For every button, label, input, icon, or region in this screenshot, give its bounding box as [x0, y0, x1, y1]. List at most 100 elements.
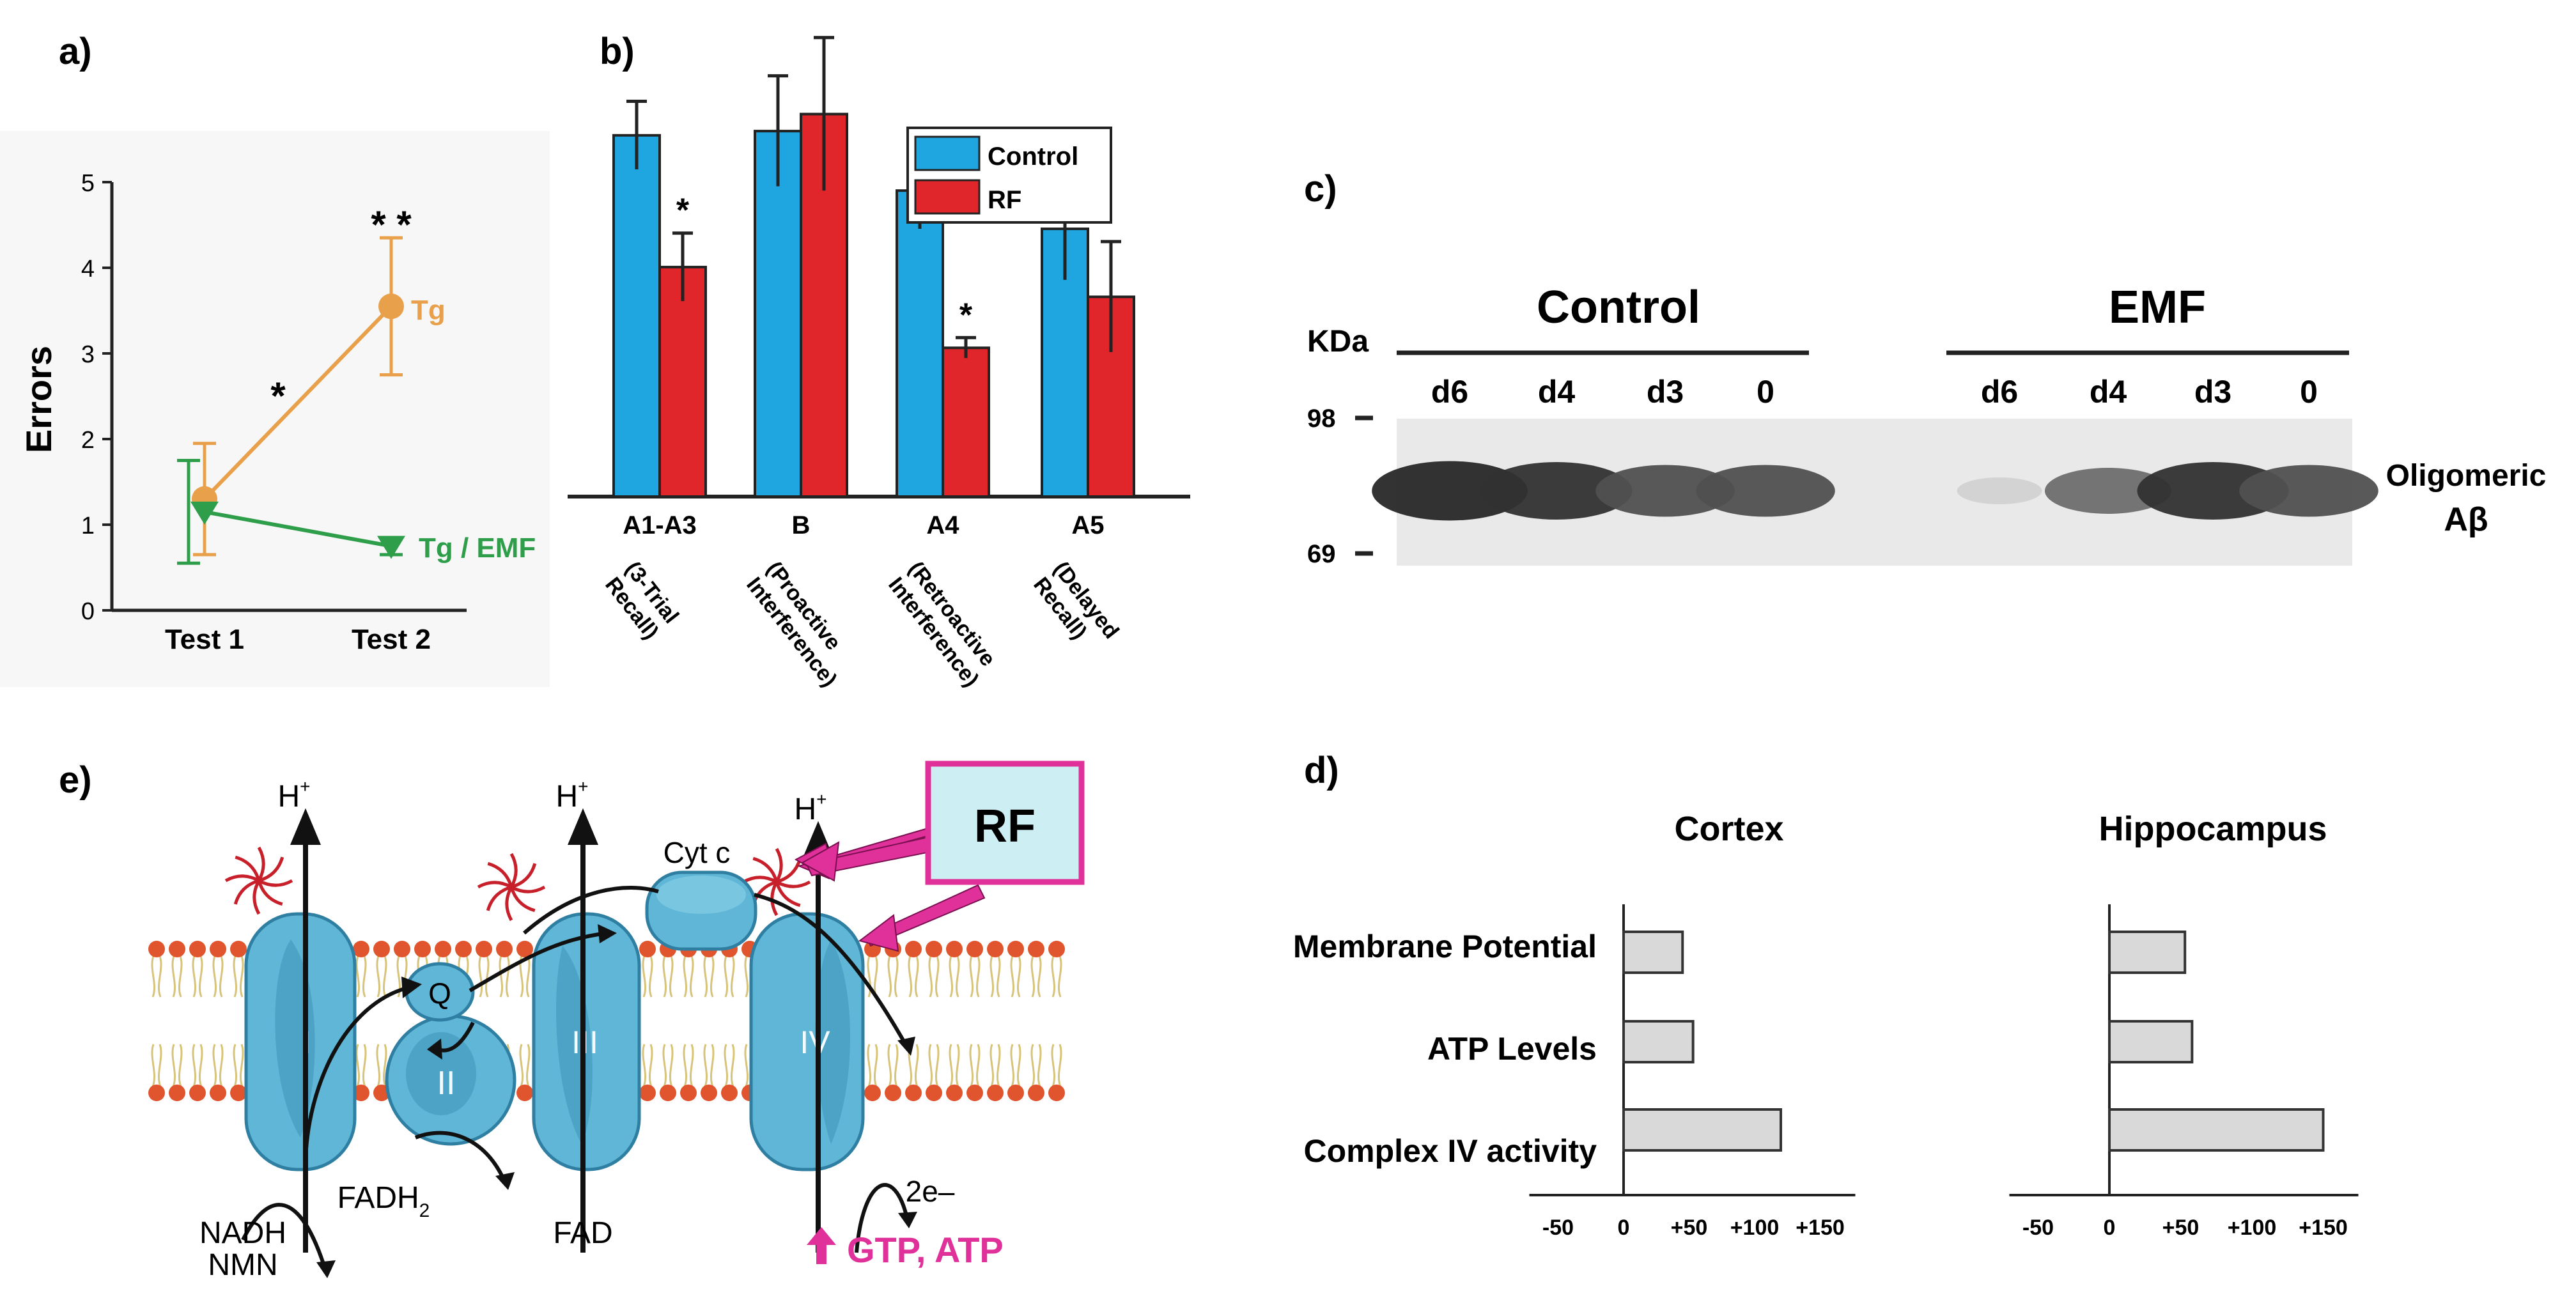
panel-a-xtick-test2: Test 2	[352, 624, 431, 655]
lane-label: d6	[1431, 374, 1468, 410]
marker-69: 69	[1307, 540, 1336, 568]
panel-d-xtick-label: -50	[1542, 1216, 1574, 1240]
blot-band	[1696, 465, 1835, 517]
panel-d-bar	[2108, 1020, 2194, 1063]
lane-label: 0	[1757, 374, 1774, 410]
panel-d-xtick-label: +50	[2162, 1216, 2200, 1240]
flow-arrowheads	[316, 924, 917, 1278]
panel-b-category-labels: A1-A3(3-TrialRecall)B(ProactiveInterfere…	[600, 511, 1124, 691]
q-label: Q	[428, 977, 451, 1010]
panel-d-xtick-label: 0	[1618, 1216, 1630, 1240]
lipid-head	[394, 941, 410, 957]
panel-d-xtick-label: +150	[1796, 1216, 1845, 1240]
lipid-head	[946, 1085, 963, 1101]
complex-ii: II	[385, 1014, 516, 1146]
lipid-head	[660, 1085, 676, 1101]
lipid-head	[987, 1085, 1004, 1101]
lipid-head	[516, 941, 533, 957]
h-label-1: H+	[277, 776, 310, 814]
panel-a-series	[177, 236, 405, 565]
lipid-head	[966, 1085, 983, 1101]
panel-b-category-label: A1-A3	[623, 511, 697, 539]
legend-swatch-rf	[914, 179, 981, 215]
panel-b-sublabel: (DelayedRecall)	[1028, 557, 1124, 660]
complex-ii-label: II	[437, 1065, 456, 1102]
panel-d-xtick-label: +100	[2228, 1216, 2277, 1240]
lipid-head	[926, 1085, 942, 1101]
two-e-label: 2e–	[906, 1175, 955, 1208]
marker-98: 98	[1307, 405, 1336, 433]
lipid-head	[373, 941, 390, 957]
panel-d-xtick-label: -50	[2022, 1216, 2054, 1240]
panel-b-category-label: B	[792, 511, 811, 539]
panel-b-category-label: A4	[926, 511, 959, 539]
panel-b-sublabel: (RetroactiveInterference)	[883, 557, 1004, 691]
panel-a-point-tg	[378, 293, 404, 320]
panel-d-cat-complex: Complex IV activity	[1304, 1133, 1597, 1169]
panel-b-bar-rf	[942, 346, 990, 498]
lipid-head	[701, 1085, 717, 1101]
cytc-label: Cyt c	[663, 836, 731, 869]
lipid-head	[926, 941, 942, 957]
lipid-head	[476, 941, 492, 957]
lane-label: d3	[2194, 374, 2231, 410]
blot-band	[1372, 461, 1528, 521]
panel-d-label: d)	[1304, 750, 1339, 791]
h-label-2: H+	[555, 776, 588, 814]
panel-a-ytick-label: 5	[81, 170, 95, 197]
panel-d-bar	[1622, 931, 1684, 974]
panel-a-sig-test2: * *	[371, 203, 412, 246]
lipid-head	[987, 941, 1004, 957]
lipid-head	[639, 941, 656, 957]
panel-a-ytick-label: 4	[81, 256, 95, 282]
fadh2-label: FADH2	[338, 1181, 430, 1221]
panel-d-bar	[2108, 931, 2187, 974]
up-arrow-icon	[807, 1227, 836, 1264]
lipid-head	[189, 941, 206, 957]
panel-b-category-label: A5	[1071, 511, 1104, 539]
panel-b-legend: Control RF	[906, 127, 1112, 224]
ubiquinone: Q	[405, 962, 475, 1022]
lipid-head	[1048, 941, 1065, 957]
fad-label: FAD	[553, 1216, 612, 1250]
panel-a-sig-line: *	[270, 375, 286, 417]
cytochrome-c: Cyt c	[645, 836, 757, 951]
lipid-head	[966, 941, 983, 957]
panel-b: b) ** Control RF A1-A3(3-TrialRecall)B(P…	[568, 31, 1190, 691]
panel-e: e) II Q I III	[59, 759, 1085, 1282]
panel-d-bar	[2108, 1108, 2325, 1152]
panel-a-xtick-test1: Test 1	[165, 624, 244, 655]
panel-e-label: e)	[59, 759, 92, 801]
panel-c-label: c)	[1304, 168, 1337, 210]
h-label-3: H+	[794, 789, 826, 826]
panel-d-xtick-label: +50	[1671, 1216, 1708, 1240]
panel-a-y-axis-label: Errors	[19, 346, 59, 453]
group-label-emf: EMF	[2109, 282, 2206, 333]
panel-d-xtick-label: 0	[2104, 1216, 2116, 1240]
lipid-head	[1028, 941, 1044, 957]
legend-swatch-control	[914, 135, 981, 171]
blot-band	[2137, 462, 2289, 520]
ros-starburst-icon	[477, 853, 546, 922]
lipid-head	[210, 1085, 226, 1101]
panel-a-ytick-label: 2	[81, 427, 95, 454]
panel-a-point-tg-emf	[377, 536, 405, 559]
lane-label: d4	[1538, 374, 1576, 410]
panel-a-point-tg-emf	[190, 501, 219, 525]
nmn-label: NMN	[208, 1248, 277, 1282]
blot-band	[2045, 468, 2171, 514]
panel-a-background	[0, 131, 550, 687]
legend-label-rf: RF	[988, 186, 1021, 214]
blot-bands	[1372, 461, 2378, 521]
lipid-head	[1048, 1085, 1065, 1101]
panel-d-bar	[1622, 1020, 1695, 1063]
panel-a-label-tg-emf: Tg / EMF	[419, 532, 536, 564]
complex-iv-label: IV	[800, 1024, 830, 1060]
kda-label: KDa	[1307, 325, 1369, 359]
panel-a-label: a)	[59, 31, 92, 72]
panel-a-ytick-label: 1	[81, 513, 95, 539]
band-label-line2: Aβ	[2444, 501, 2488, 538]
